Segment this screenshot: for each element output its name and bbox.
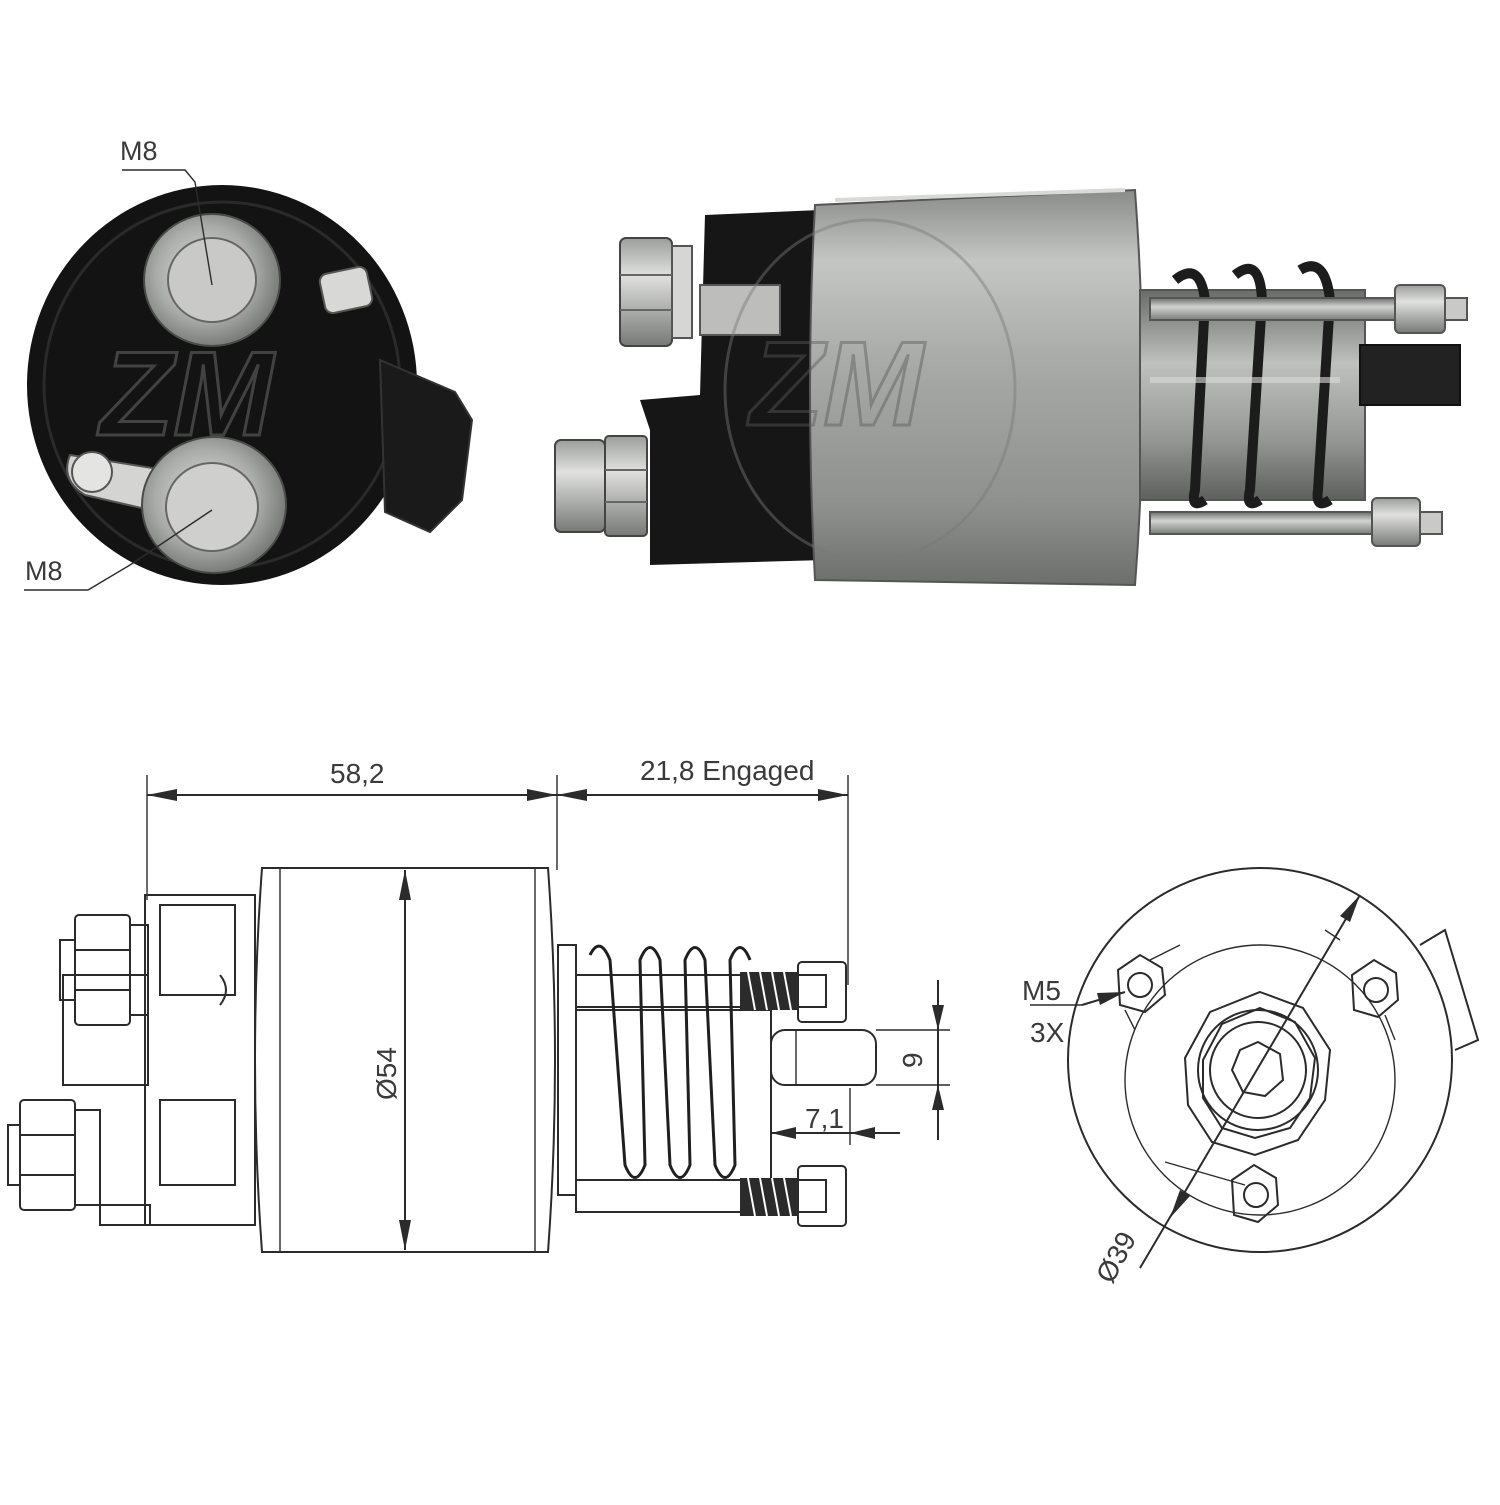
front-drawing: Ø39 M5 3X [1022,867,1480,1288]
stud-thread-label: M5 [1022,975,1061,1006]
body-diameter-dimension: Ø54 [371,1047,402,1100]
top-stud-nut [619,237,693,347]
mounting-stud-left [1116,953,1167,1014]
body-length-dimension: 58,2 [330,758,385,789]
side-drawing: 58,2 21,8 Engaged Ø54 [7,755,950,1253]
connector-block [378,358,474,534]
side-view-photo: ZM [554,188,1468,587]
plunger-length-dimension: 7,1 [805,1103,844,1134]
watermark-logo: ZM [747,317,926,451]
mounting-stud-right [1350,958,1400,1019]
top-terminal-nut [143,213,281,347]
engaged-length-dimension: 21,8 Engaged [640,755,814,786]
mounting-stud-bottom [1230,1163,1280,1224]
plunger-height-dimension: 9 [897,1052,928,1068]
bolt-circle-dimension: Ø39 [1090,1227,1142,1288]
bottom-terminal-label: M8 [25,556,63,586]
bottom-terminal-nut [66,436,287,574]
mounting-rods [1149,284,1468,547]
bottom-stud-nut [554,435,648,537]
stud-count-label: 3X [1030,1017,1065,1048]
watermark-logo: ZM [97,327,276,461]
plunger-assembly [1139,261,1461,509]
end-view-photo: M8 M8 ZM [24,136,474,591]
top-terminal-label: M8 [120,136,158,166]
